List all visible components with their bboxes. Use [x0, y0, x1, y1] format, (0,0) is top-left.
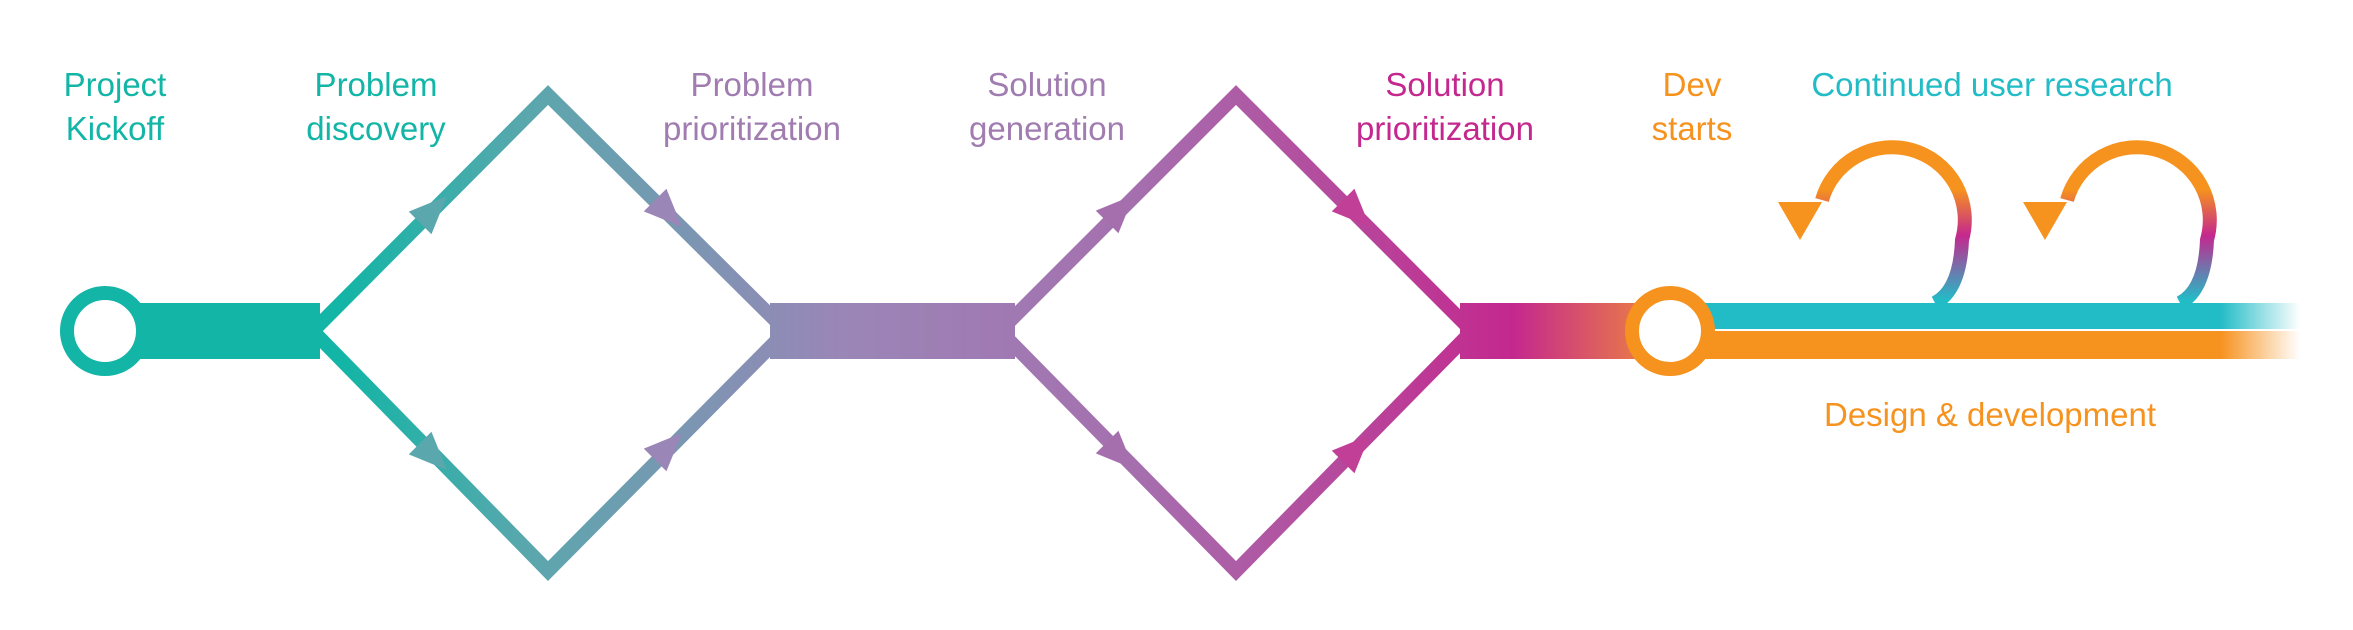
diamond-problem-space — [303, 85, 796, 581]
track-segment-middle — [770, 303, 1015, 359]
stage-label-line: Solution — [1385, 66, 1505, 103]
stage-label-line: prioritization — [663, 110, 841, 147]
research-loop-1 — [1815, 140, 1972, 310]
arrowhead-diamond1-lower-left — [408, 431, 447, 470]
stage-label-dev-starts: Dev starts — [1652, 63, 1733, 151]
research-loop-2-arrowhead — [2023, 202, 2067, 240]
stage-label-line: Problem — [314, 66, 438, 103]
diamond-solution-space — [990, 85, 1482, 581]
arrowhead-diamond1-lower-right — [643, 433, 682, 472]
stage-label-line: Solution — [987, 66, 1107, 103]
stage-label-problem-discovery: Problem discovery — [306, 63, 445, 151]
stage-label-line: Project — [63, 66, 167, 103]
stage-label-line: Dev — [1662, 66, 1722, 103]
development-track — [1668, 331, 2220, 359]
arrowhead-diamond2-upper-right — [1331, 188, 1370, 227]
stage-label-line: generation — [969, 110, 1125, 147]
research-track-label: Continued user research — [1811, 66, 2173, 103]
research-loop-1-arrowhead — [1778, 202, 1822, 240]
dev-start-milestone — [1625, 286, 1715, 376]
kickoff-milestone — [60, 286, 150, 376]
stage-label-solution-prioritization: Solution prioritization — [1356, 63, 1534, 151]
stage-label-project-kickoff: Project Kickoff — [64, 63, 167, 151]
arrowhead-diamond1-upper-left — [408, 196, 447, 235]
stage-label-line: Kickoff — [65, 110, 165, 147]
arrowhead-diamond2-lower-left — [1095, 430, 1134, 469]
stage-label-line: Problem — [690, 66, 814, 103]
stage-label-solution-generation: Solution generation — [969, 63, 1125, 151]
research-track — [1668, 303, 2220, 329]
research-track-fade — [2220, 303, 2300, 329]
development-track-label: Design & development — [1823, 396, 2157, 433]
stage-label-line: starts — [1651, 110, 1733, 147]
arrowhead-diamond2-lower-right — [1331, 435, 1370, 474]
research-loop-2 — [2060, 140, 2217, 310]
arrowhead-diamond1-upper-right — [643, 188, 682, 227]
arrowhead-diamond2-upper-left — [1095, 195, 1134, 234]
stage-label-problem-prioritization: Problem prioritization — [663, 63, 841, 151]
stage-label-line: prioritization — [1356, 110, 1534, 147]
stage-label-line: discovery — [306, 110, 446, 147]
development-track-fade — [2220, 331, 2300, 359]
